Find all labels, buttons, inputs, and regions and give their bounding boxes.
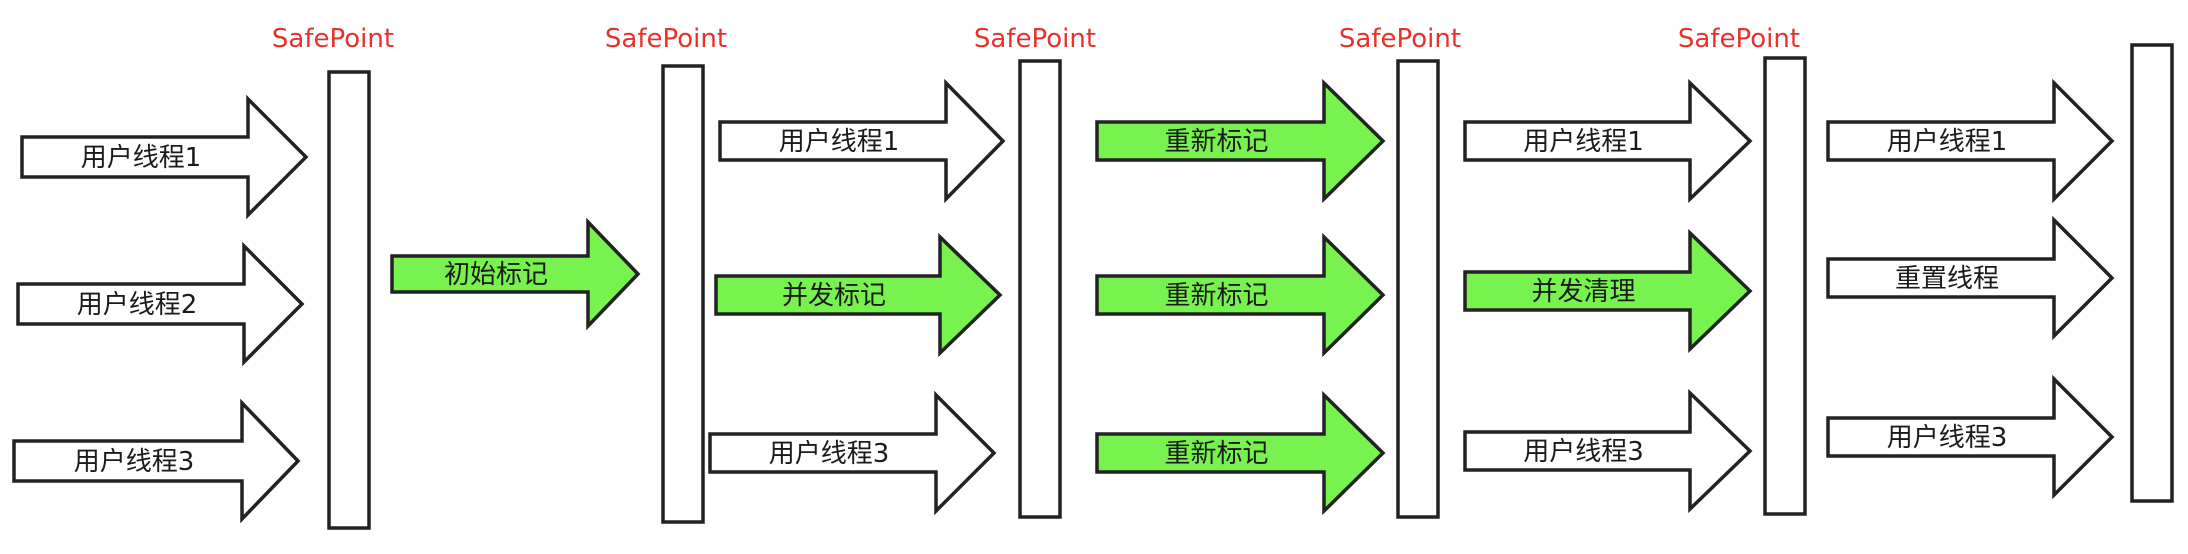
arrow-label: 用户线程3 — [1887, 423, 2008, 453]
arrow-label: 重新标记 — [1164, 439, 1268, 469]
arrow-icon — [1463, 78, 1753, 204]
arrow-icon — [1826, 78, 2115, 204]
gc-phase-arrow: 并发标记 — [714, 232, 1003, 358]
arrow-label: 并发标记 — [782, 281, 886, 311]
user-thread-arrow: 用户线程1 — [1463, 78, 1753, 204]
safepoint-bar — [2130, 43, 2174, 503]
arrow-label: 初始标记 — [444, 260, 548, 290]
safepoint-bar — [327, 70, 371, 530]
safepoint-label: SafePoint — [1678, 24, 1800, 54]
gc-phase-arrow: 并发清理 — [1463, 228, 1753, 354]
arrow-icon — [718, 78, 1006, 204]
user-thread-arrow: 用户线程3 — [1463, 388, 1753, 514]
arrow-icon — [708, 390, 997, 516]
user-thread-arrow: 用户线程1 — [718, 78, 1006, 204]
arrow-label: 重置线程 — [1895, 264, 1999, 294]
arrow-label: 重新标记 — [1164, 281, 1268, 311]
safepoint-bar — [1763, 56, 1807, 516]
arrow-label: 重新标记 — [1164, 127, 1268, 157]
arrow-icon — [1826, 215, 2115, 341]
safepoint-label: SafePoint — [974, 24, 1096, 54]
user-thread-arrow: 用户线程3 — [708, 390, 997, 516]
arrow-label: 用户线程3 — [1523, 437, 1644, 467]
user-thread-arrow: 重置线程 — [1826, 215, 2115, 341]
safepoint-label: SafePoint — [272, 24, 394, 54]
arrow-icon — [16, 241, 305, 367]
arrow-icon — [12, 398, 301, 524]
arrow-label: 用户线程1 — [1523, 127, 1644, 157]
arrow-icon — [1095, 390, 1386, 516]
user-thread-arrow: 用户线程1 — [1826, 78, 2115, 204]
gc-phase-arrow: 重新标记 — [1095, 78, 1386, 204]
arrow-icon — [1463, 388, 1753, 514]
arrow-icon — [390, 217, 641, 331]
arrow-icon — [20, 94, 309, 220]
user-thread-arrow: 用户线程1 — [20, 94, 309, 220]
safepoint-bar — [1018, 59, 1062, 519]
arrow-label: 用户线程1 — [81, 143, 202, 173]
gc-phase-arrow: 重新标记 — [1095, 390, 1386, 516]
safepoint-label: SafePoint — [605, 24, 727, 54]
arrow-icon — [1095, 232, 1386, 358]
arrow-icon — [1826, 374, 2115, 500]
safepoint-bar — [1396, 59, 1440, 519]
user-thread-arrow: 用户线程3 — [12, 398, 301, 524]
arrow-label: 用户线程3 — [769, 439, 890, 469]
arrow-label: 用户线程1 — [779, 127, 900, 157]
gc-phase-arrow: 初始标记 — [390, 217, 641, 331]
arrow-icon — [1463, 228, 1753, 354]
arrow-label: 用户线程3 — [74, 447, 195, 477]
arrow-icon — [1095, 78, 1386, 204]
stage-2: 初始标记 SafePoint — [390, 24, 727, 524]
user-thread-arrow: 用户线程2 — [16, 241, 305, 367]
arrow-icon — [714, 232, 1003, 358]
safepoint-label: SafePoint — [1339, 24, 1461, 54]
arrow-label: 用户线程1 — [1887, 127, 2008, 157]
stage-1: 用户线程1 用户线程2 用户线程3 SafePoint — [12, 24, 394, 530]
arrow-label: 并发清理 — [1531, 277, 1635, 307]
gc-phase-arrow: 重新标记 — [1095, 232, 1386, 358]
user-thread-arrow: 用户线程3 — [1826, 374, 2115, 500]
arrow-label: 用户线程2 — [77, 290, 198, 320]
safepoint-bar — [661, 64, 705, 524]
